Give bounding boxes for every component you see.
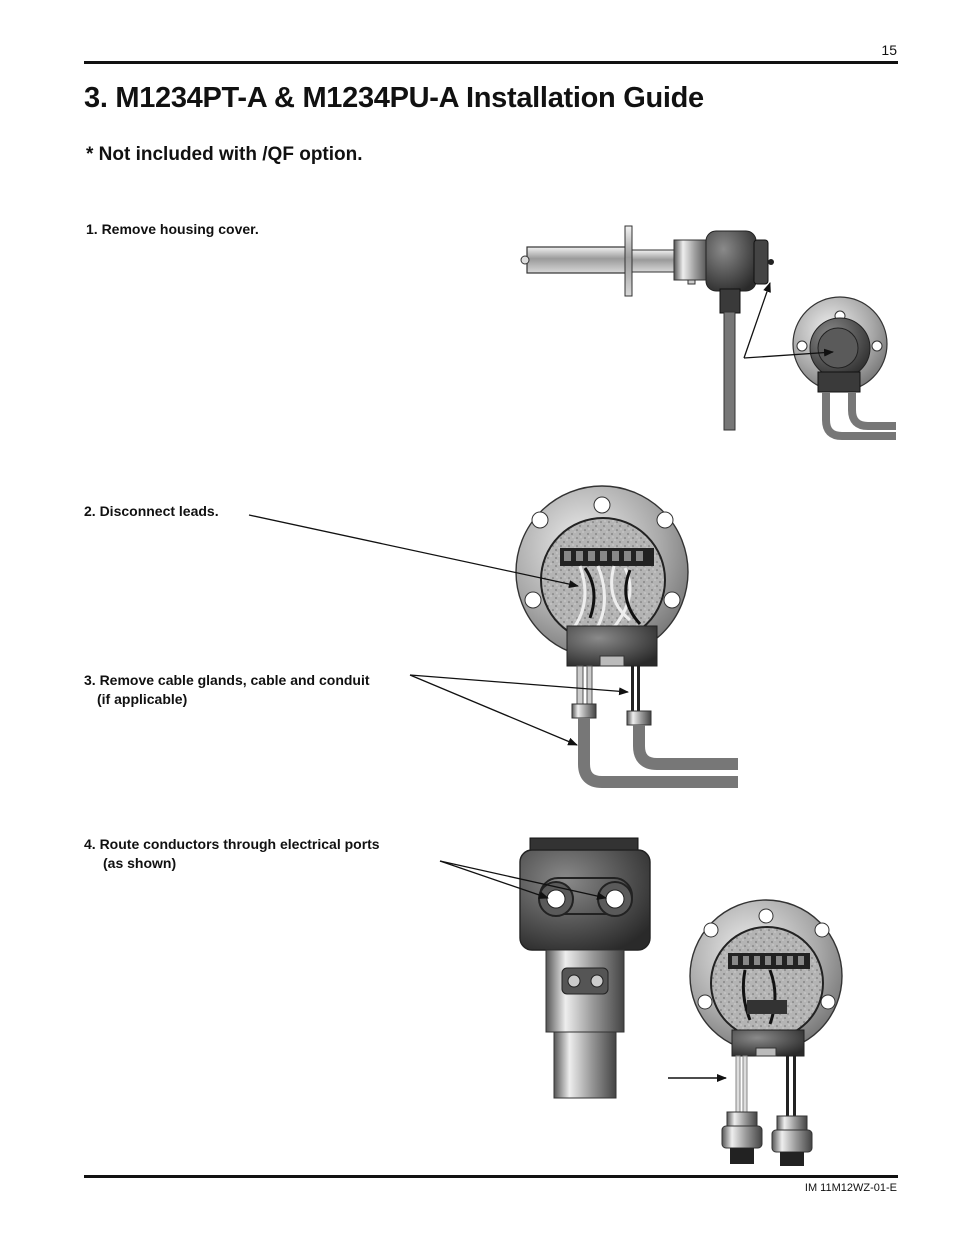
step-4-text-cont: (as shown) [103, 855, 177, 871]
page-subtitle: * Not included with /QF option. [86, 144, 363, 165]
gland-arrow-2 [409, 674, 578, 746]
port-arrow-1 [439, 860, 549, 899]
routed-conductors-view [689, 899, 843, 1166]
step-2: 2. Disconnect leads. [84, 502, 219, 521]
housing-ports-view [519, 837, 651, 1099]
probe-side-view [520, 225, 774, 431]
bottom-rule [84, 1175, 898, 1178]
step-1-text: 1. Remove housing cover. [86, 221, 259, 237]
step-4: 4. Route conductors through electrical p… [84, 835, 380, 873]
step-4-text: 4. Route conductors through electrical p… [84, 836, 380, 852]
page-number: 15 [881, 42, 897, 58]
step-3-text: 3. Remove cable glands, cable and condui… [84, 672, 370, 688]
top-rule [84, 61, 898, 64]
cover-arrow [743, 348, 834, 359]
step-2-text: 2. Disconnect leads. [84, 503, 219, 519]
step-3-text-cont: (if applicable) [97, 691, 188, 707]
leads-arrow [248, 514, 579, 589]
document-code: IM 11M12WZ-01-E [804, 1182, 897, 1194]
port-arrow-2 [439, 860, 607, 900]
page-title: 3. M1234PT-A & M1234PU-A Installation Gu… [84, 82, 704, 114]
step-1: 1. Remove housing cover. [86, 220, 259, 239]
cover-arrow-lead [743, 282, 771, 359]
housing-front-view [792, 296, 896, 440]
gland-arrow-1 [409, 674, 629, 696]
opened-housing [515, 485, 738, 788]
step-3: 3. Remove cable glands, cable and condui… [84, 671, 370, 709]
